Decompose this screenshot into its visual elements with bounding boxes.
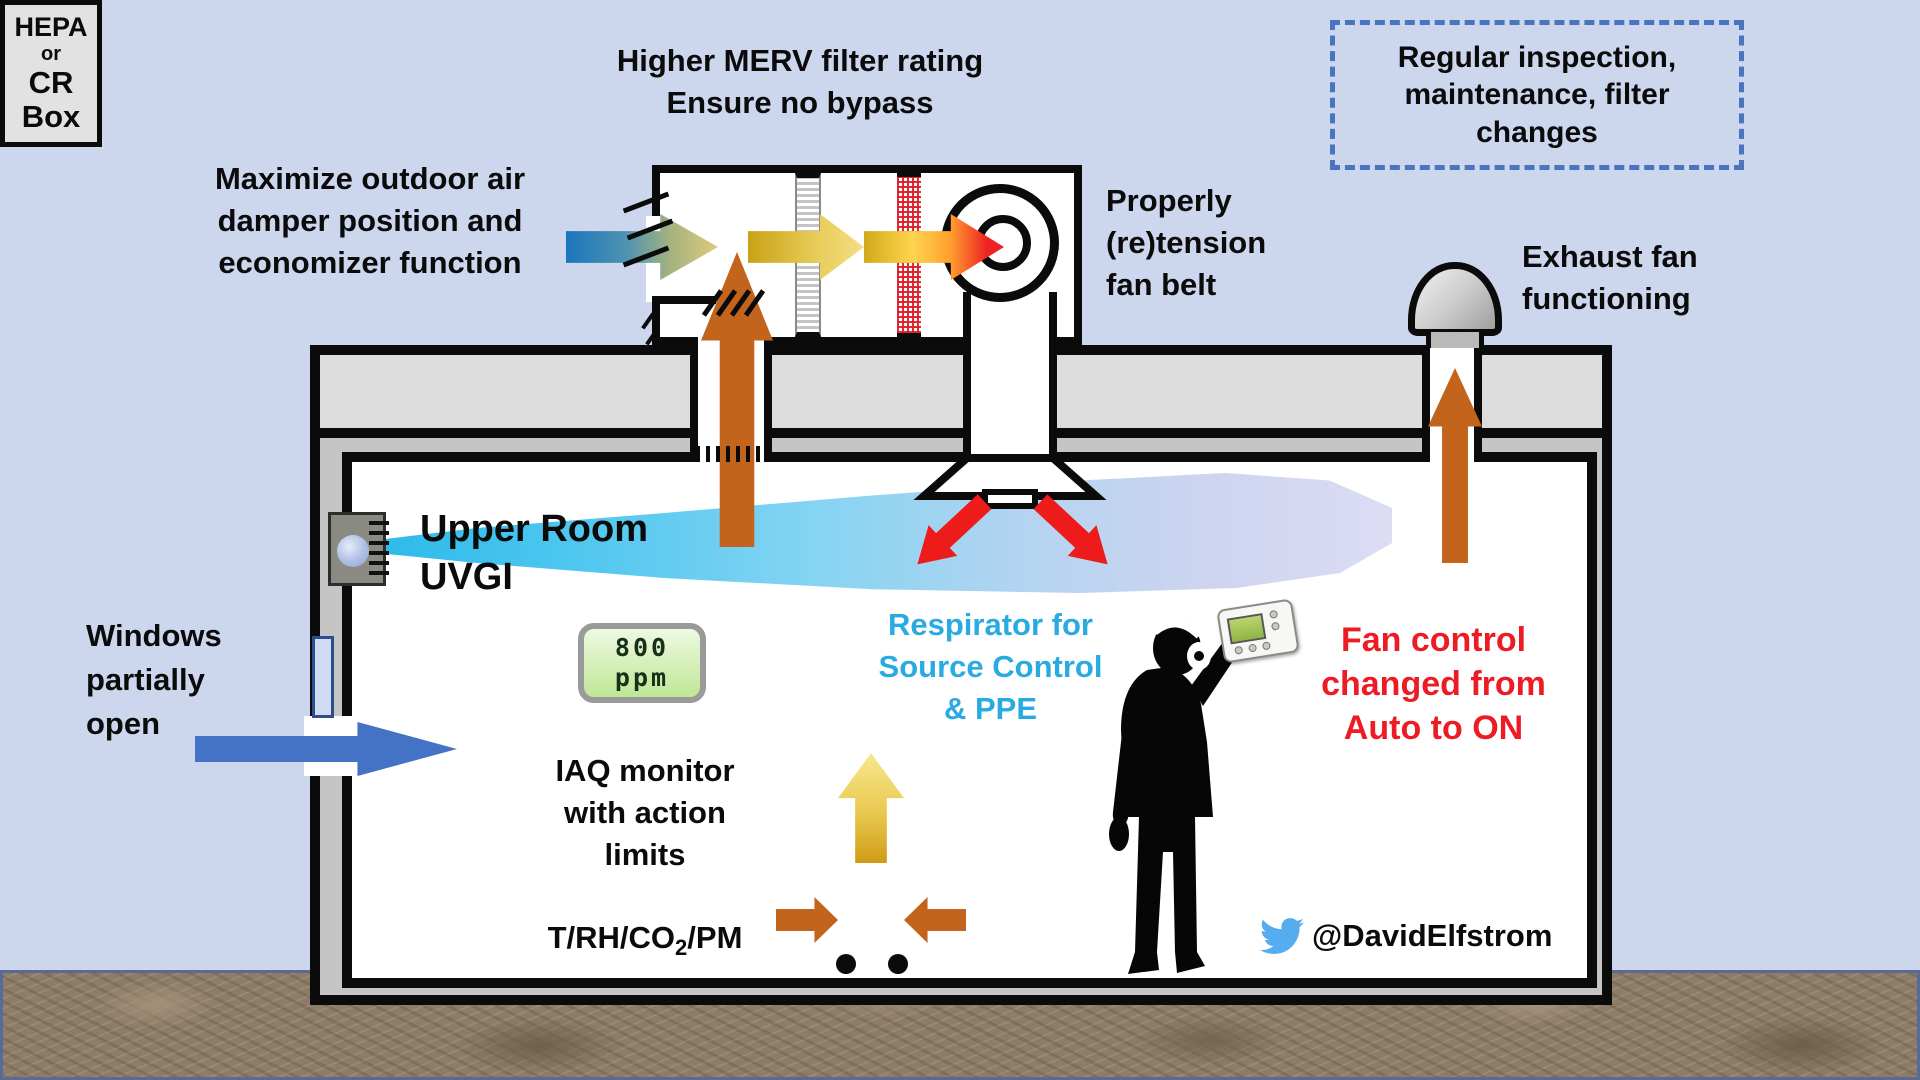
respirator-strap-icon <box>1152 620 1202 639</box>
hepa-box-label-box: Box <box>21 98 81 134</box>
hepa-cr-box: HEPA or CR Box <box>0 0 102 147</box>
exhaust-fan-dome-icon <box>1408 262 1502 336</box>
label-windows: Windows partially open <box>86 618 222 742</box>
uvgi-lamp-icon <box>337 535 369 567</box>
iaq-caption-text: IAQ monitor with action limits <box>555 752 735 872</box>
roof-plenum <box>320 355 1602 438</box>
credit-attribution: @DavidElfstrom <box>1256 914 1552 958</box>
hepa-box-label-cr: CR <box>28 64 74 100</box>
label-outdoor-air: Maximize outdoor air damper position and… <box>214 161 526 280</box>
window-pane <box>312 636 334 718</box>
label-uvgi: Upper Room UVGI <box>420 508 648 598</box>
supply-diffuser-icon <box>913 454 1107 509</box>
label-inspection: Regular inspection, maintenance, filter … <box>1397 40 1677 149</box>
label-iaq-caption: IAQ monitor with action limits T/RH/CO2/… <box>520 708 770 963</box>
return-grille-icon <box>696 446 766 462</box>
thermostat-button <box>1261 641 1272 651</box>
exhaust-duct-wall-right <box>1474 345 1482 462</box>
exhaust-fan-base <box>1426 332 1484 348</box>
thermostat-button <box>1234 645 1244 655</box>
label-exhaust-fan: Exhaust fan functioning <box>1522 239 1698 316</box>
twitter-icon <box>1260 918 1304 954</box>
caster-wheel-icon <box>888 954 908 974</box>
iaq-limits-text: T/RH/CO2/PM <box>547 920 743 961</box>
thermostat-button <box>1270 621 1281 631</box>
thermostat-button <box>1269 609 1279 619</box>
inspection-note-box: Regular inspection, maintenance, filter … <box>1330 20 1744 170</box>
hepa-box-label-or: or <box>41 42 61 65</box>
label-fan-belt: Properly (re)tension fan belt <box>1106 183 1267 302</box>
twitter-handle: @DavidElfstrom <box>1312 918 1553 953</box>
hepa-box-label-hepa: HEPA <box>14 12 88 43</box>
label-respirator: Respirator for Source Control & PPE <box>878 607 1103 726</box>
label-fan-control: Fan control changed from Auto to ON <box>1321 621 1546 748</box>
return-duct-wall-right <box>764 337 772 462</box>
iaq-monitor-display: 800 ppm <box>578 623 706 703</box>
supply-duct <box>963 292 1057 462</box>
exhaust-duct-wall-left <box>1422 345 1430 462</box>
ahu-damper-shelf <box>652 296 716 304</box>
label-merv-filter: Higher MERV filter rating Ensure no bypa… <box>616 43 984 120</box>
thermostat-screen <box>1226 613 1267 645</box>
uvgi-louvers-icon <box>369 521 389 579</box>
caster-wheel-icon <box>836 954 856 974</box>
uvgi-fixture-icon <box>328 512 389 586</box>
person-silhouette <box>1109 620 1239 974</box>
return-duct-wall-left <box>690 337 698 462</box>
thermostat-button <box>1248 643 1258 653</box>
